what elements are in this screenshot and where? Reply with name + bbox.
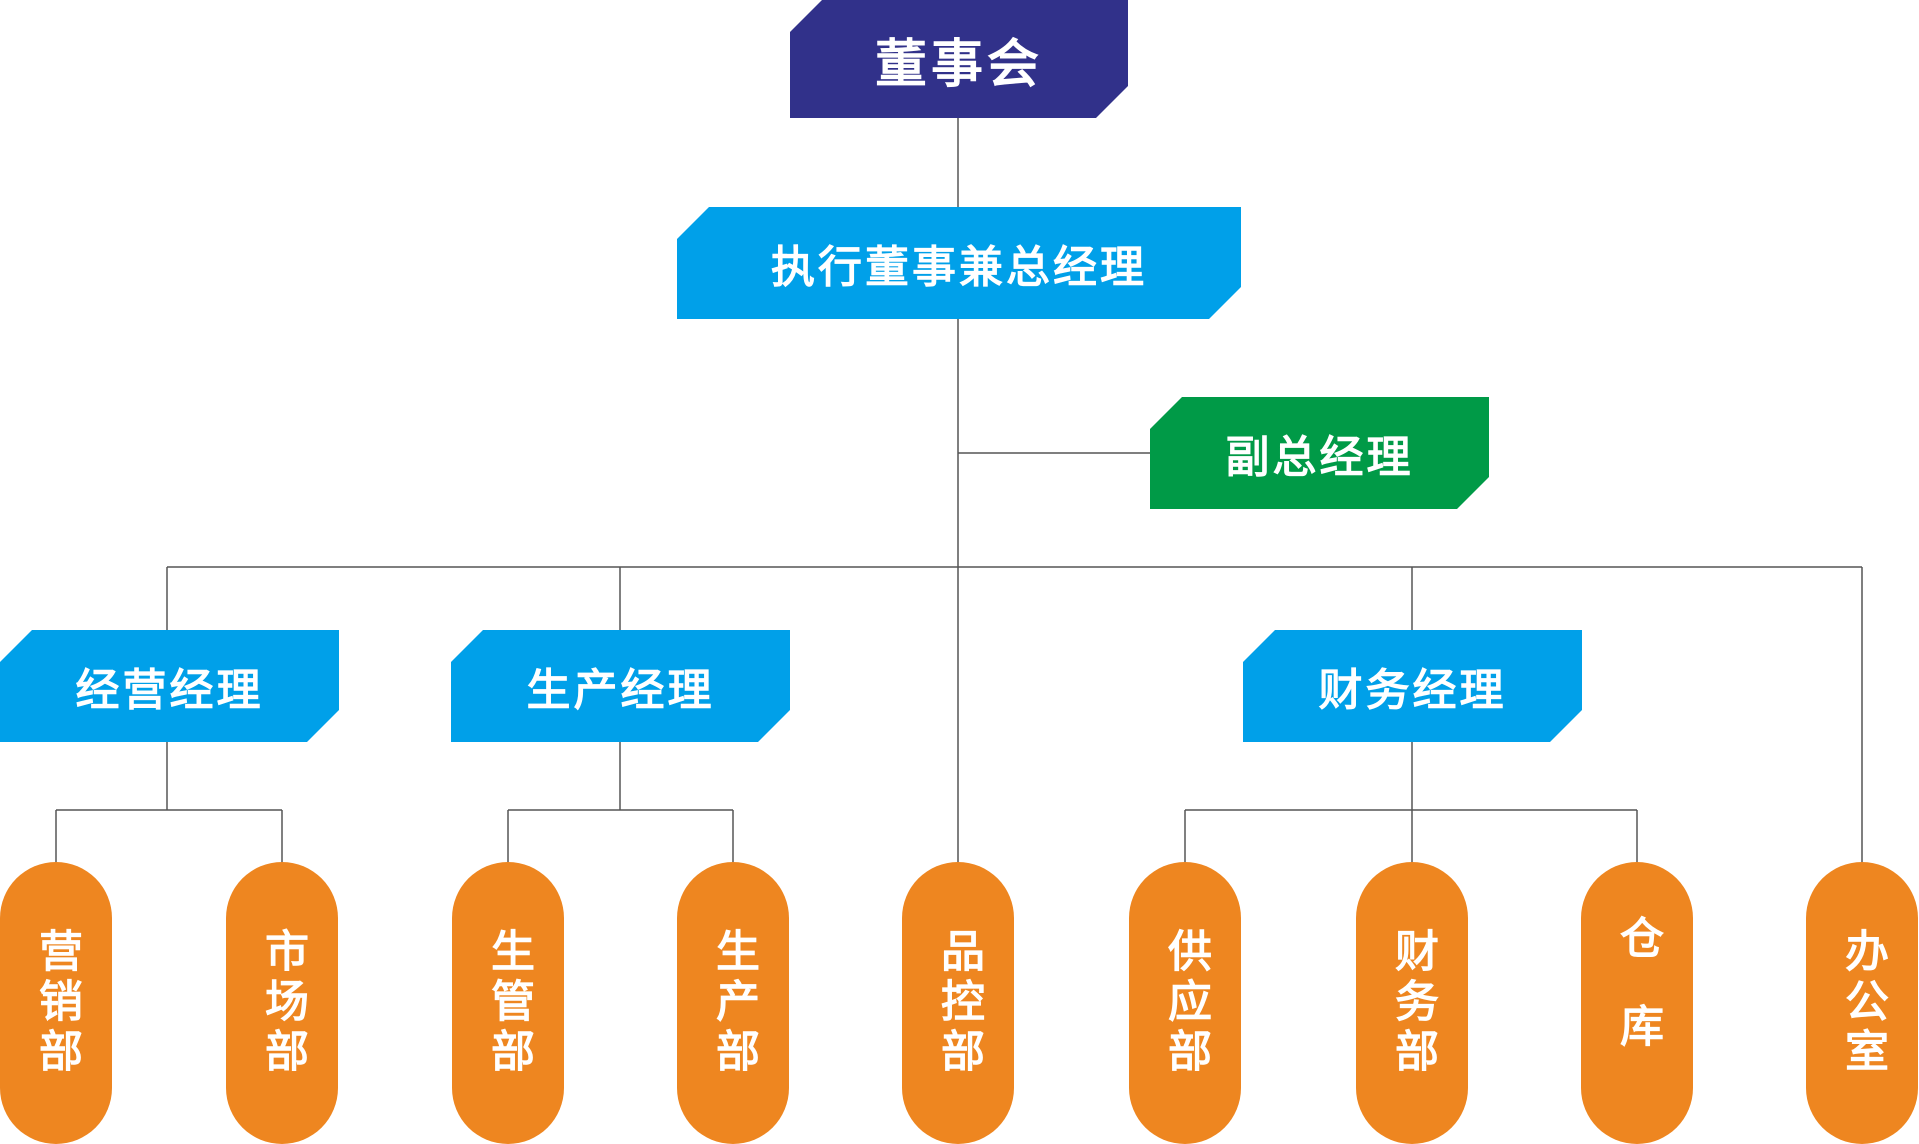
dept-warehouse: 仓库 [1581,862,1693,1144]
dept-quality-control: 品控部 [902,862,1014,1144]
ceo-label: 执行董事兼总经理 [771,242,1147,293]
board-box: 董事会 [790,0,1128,118]
dept-market: 市场部 [226,862,338,1144]
dept-office-label: 办公室 [1837,928,1888,1078]
prod-manager-box: 生产经理 [451,630,790,742]
dept-production-planning-label: 生管部 [483,928,534,1078]
fin-manager-label: 财务经理 [1318,665,1507,716]
fin-manager-box: 财务经理 [1243,630,1582,742]
dept-warehouse-label: 仓库 [1612,915,1663,1091]
dept-supply: 供应部 [1129,862,1241,1144]
dept-market-label: 市场部 [257,928,308,1078]
dept-finance-label: 财务部 [1387,928,1438,1078]
dept-production: 生产部 [677,862,789,1144]
ceo-box: 执行董事兼总经理 [677,207,1241,319]
board-label: 董事会 [874,34,1043,95]
vice-manager-label: 副总经理 [1225,432,1414,483]
dept-production-label: 生产部 [708,928,759,1078]
ops-manager-box: 经营经理 [0,630,339,742]
prod-manager-label: 生产经理 [526,665,715,716]
dept-supply-label: 供应部 [1160,928,1211,1078]
dept-finance: 财务部 [1356,862,1468,1144]
dept-quality-control-label: 品控部 [933,928,984,1078]
dept-sales: 营销部 [0,862,112,1144]
ops-manager-label: 经营经理 [75,665,264,716]
dept-sales-label: 营销部 [31,928,82,1078]
dept-production-planning: 生管部 [452,862,564,1144]
vice-manager-box: 副总经理 [1150,397,1489,509]
dept-office: 办公室 [1806,862,1918,1144]
